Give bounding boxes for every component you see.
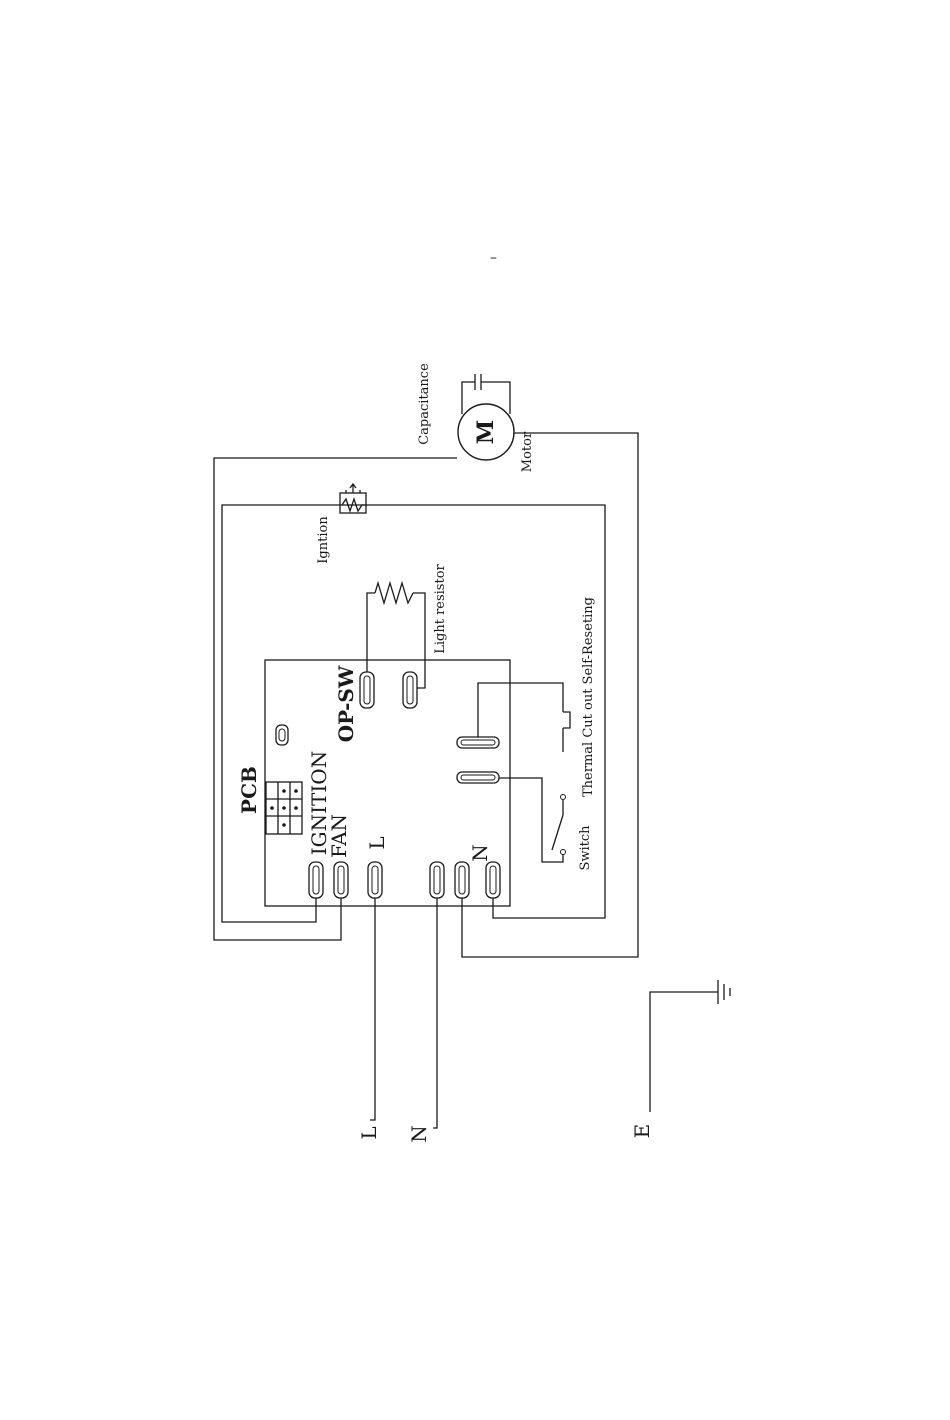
pcb-small-terminal [276, 725, 288, 745]
switch-label: Switch [578, 825, 593, 871]
terminal-switch [457, 772, 499, 783]
thermal-cutout-label: Thermal Cut out Self-Reseting [581, 597, 596, 797]
thermal-cutout-contact [563, 712, 570, 728]
wire-line-n [433, 895, 437, 1128]
resistor-icon [375, 583, 413, 603]
earth-label: E [630, 1124, 654, 1139]
n-terminal-label: N [468, 844, 492, 862]
terminal-l [368, 862, 382, 898]
l-terminal-label: L [365, 836, 389, 849]
fan-label: FAN [327, 814, 351, 858]
wire-light-resistor-a [367, 593, 375, 680]
stray-mark: – [490, 250, 497, 266]
op-sw-label: OP-SW [334, 665, 358, 742]
pcb-label: PCB [237, 766, 261, 814]
wire-motor-left [222, 505, 605, 922]
terminal-fan [334, 862, 348, 898]
igniter-label: Igntion [316, 516, 331, 564]
pcb-connector [266, 782, 302, 834]
motor-symbol: M [473, 420, 499, 444]
terminal-ignition [309, 862, 323, 898]
line-l-label: L [357, 1126, 381, 1139]
motor-icon: M [458, 404, 514, 460]
igniter-icon [340, 484, 366, 513]
wire-earth [650, 992, 718, 1112]
terminal-op-sw-2 [403, 672, 417, 708]
capacitor-icon [475, 374, 481, 390]
terminal-n-2 [455, 862, 469, 898]
capacitance-label: Capacitance [417, 363, 432, 445]
motor-label: Motor [520, 431, 535, 472]
wire-line-l [370, 895, 375, 1120]
wire-thermal-a [478, 683, 563, 742]
ground-icon [718, 980, 730, 1004]
terminal-thermal [457, 737, 499, 748]
terminal-op-sw-1 [360, 672, 374, 708]
light-resistor-label: Light resistor [433, 563, 448, 653]
line-n-label: N [407, 1125, 431, 1143]
terminal-n-1 [430, 862, 444, 898]
terminal-n-3 [486, 862, 500, 898]
